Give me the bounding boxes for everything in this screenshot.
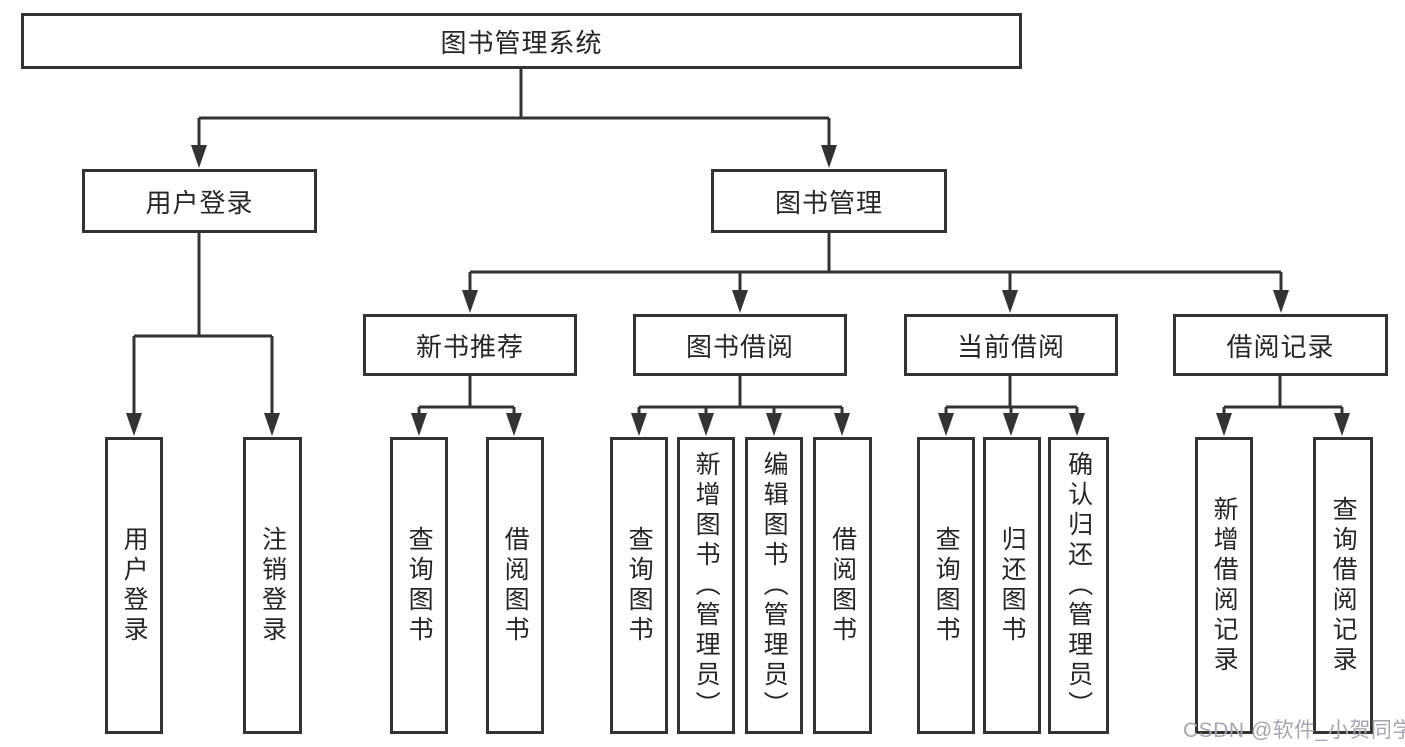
node-book-borrow: 图书借阅 [633, 314, 847, 376]
arrow-down-icon [821, 145, 837, 168]
node-label: 当前借阅 [956, 331, 1065, 362]
arrow-down-icon [1216, 413, 1232, 436]
arrow-down-icon [1273, 290, 1289, 313]
arrow-down-icon [631, 413, 647, 436]
node-borrow-records: 借阅记录 [1173, 314, 1388, 376]
leaf-return-book: 归还图书 [983, 437, 1041, 734]
node-root-system: 图书管理系统 [21, 13, 1022, 69]
node-book-management: 图书管理 [711, 169, 947, 233]
node-label: 用户登录 [120, 525, 149, 646]
node-label: 确认归还（管理员） [1064, 450, 1093, 721]
leaf-add-book-admin: 新增图书（管理员） [677, 437, 735, 734]
leaf-borrow-books-recommend: 借阅图书 [486, 437, 544, 734]
arrow-down-icon [1003, 413, 1019, 436]
arrow-down-icon [191, 145, 207, 168]
node-label: 图书借阅 [685, 331, 794, 362]
node-label: 查询借阅记录 [1329, 495, 1358, 676]
node-label: 图书管理系统 [440, 27, 603, 58]
node-label: 借阅图书 [828, 525, 857, 646]
arrow-down-icon [411, 413, 427, 436]
node-label: 用户登录 [145, 187, 254, 218]
arrow-down-icon [938, 413, 954, 436]
arrow-down-icon [698, 413, 714, 436]
leaf-query-books-recommend: 查询图书 [390, 437, 448, 734]
arrow-down-icon [1069, 413, 1085, 436]
arrow-down-icon [1334, 413, 1350, 436]
arrow-down-icon [506, 413, 522, 436]
arrow-down-icon [264, 413, 280, 436]
csdn-watermark: CSDN @软件_小贺同学 [1183, 719, 1405, 742]
node-label: 编辑图书（管理员） [760, 450, 789, 721]
arrow-down-icon [766, 413, 782, 436]
node-user-login: 用户登录 [82, 169, 317, 233]
node-label: 新增借阅记录 [1210, 495, 1239, 676]
arrow-down-icon [462, 290, 478, 313]
leaf-borrow-books: 借阅图书 [813, 437, 872, 734]
node-label: 归还图书 [998, 525, 1027, 646]
leaf-logout: 注销登录 [243, 437, 302, 734]
node-label: 借阅图书 [501, 525, 530, 646]
node-label: 图书管理 [774, 187, 883, 218]
node-label: 借阅记录 [1226, 331, 1335, 362]
node-label: 查询图书 [625, 525, 654, 646]
node-label: 新书推荐 [415, 331, 524, 362]
leaf-add-borrow-record: 新增借阅记录 [1195, 437, 1253, 734]
node-label: 注销登录 [258, 525, 287, 646]
leaf-query-books-current: 查询图书 [917, 437, 975, 734]
leaf-query-borrow-record: 查询借阅记录 [1313, 437, 1373, 734]
leaf-confirm-return-admin: 确认归还（管理员） [1048, 437, 1109, 734]
node-new-book-recommend: 新书推荐 [363, 314, 577, 376]
arrow-down-icon [126, 413, 142, 436]
leaf-user-login: 用户登录 [105, 437, 163, 734]
leaf-edit-book-admin: 编辑图书（管理员） [745, 437, 803, 734]
arrow-down-icon [732, 290, 748, 313]
arrow-down-icon [834, 413, 850, 436]
arrow-down-icon [1002, 290, 1018, 313]
leaf-query-books-borrow: 查询图书 [610, 437, 668, 734]
node-label: 查询图书 [932, 525, 961, 646]
node-current-borrow: 当前借阅 [904, 314, 1118, 376]
node-label: 新增图书（管理员） [692, 450, 721, 721]
node-label: 查询图书 [405, 525, 434, 646]
connector-arrowheads [126, 145, 1350, 436]
